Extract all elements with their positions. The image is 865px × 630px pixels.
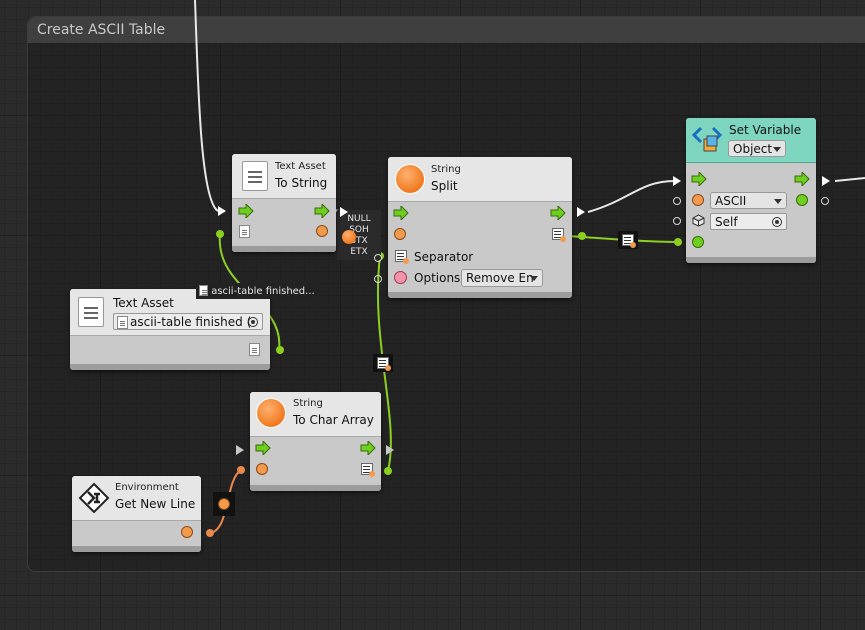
string-icon (256, 398, 286, 428)
string-output-port[interactable] (181, 526, 193, 538)
node-title: Get New Line (115, 497, 196, 511)
chevron-down-icon (774, 199, 782, 204)
node-category: String (293, 398, 323, 409)
flow-output-icon[interactable] (550, 206, 566, 220)
options-value: Remove En (466, 271, 534, 285)
object-picker-icon[interactable] (248, 317, 258, 327)
preview-line: STX (350, 236, 368, 246)
node-footer (686, 257, 816, 263)
flow-input-arrow (218, 206, 226, 216)
target-connector[interactable] (673, 217, 681, 225)
options-label: Options (414, 271, 461, 285)
node-get-new-line[interactable]: Environment Get New Line (72, 476, 201, 552)
string-port-icon (218, 498, 230, 510)
asset-tooltip: ascii-table finished... (196, 283, 318, 299)
document-icon (242, 161, 268, 191)
node-set-variable[interactable]: Set Variable Object ASCII Self (686, 118, 816, 263)
flow-input-arrow (673, 176, 681, 186)
name-input-port[interactable] (692, 194, 704, 206)
node-footer (232, 246, 336, 252)
node-footer (250, 485, 381, 491)
node-category: Environment (115, 482, 179, 493)
value-output-connector[interactable] (821, 197, 829, 205)
flow-input-icon[interactable] (238, 204, 254, 218)
chevron-down-icon (530, 276, 538, 281)
string-output-port[interactable] (316, 225, 328, 237)
flow-output-icon[interactable] (794, 172, 810, 186)
node-title: Split (431, 179, 458, 193)
flow-input-icon[interactable] (393, 206, 409, 220)
target-field[interactable]: Self (710, 213, 787, 230)
string-input-port[interactable] (256, 463, 268, 475)
flow-output-icon[interactable] (314, 204, 330, 218)
list-icon (377, 357, 391, 371)
set-variable-icon (692, 126, 722, 152)
asset-tooltip-text: ascii-table finished... (211, 286, 315, 297)
node-split[interactable]: String Split Separator Options Remove En (388, 157, 572, 298)
asset-output-icon[interactable] (249, 343, 260, 356)
node-title: Set Variable (729, 123, 802, 137)
variable-name-value: ASCII (715, 194, 747, 208)
node-title: To Char Array (293, 413, 374, 427)
asset-icon (117, 316, 128, 329)
flow-output-arrow (577, 207, 585, 217)
asset-value: ascii-table finished ( (130, 315, 252, 329)
node-footer (70, 364, 270, 370)
separator-label: Separator (414, 250, 474, 264)
name-connector[interactable] (673, 197, 681, 205)
options-port[interactable] (394, 271, 407, 284)
value-input-port[interactable] (692, 236, 704, 248)
asset-input-icon[interactable] (239, 225, 250, 238)
options-connector[interactable] (374, 275, 382, 283)
newline-wire-chip (213, 492, 235, 516)
node-category: Text Asset (275, 161, 326, 172)
flow-output-arrow (386, 445, 394, 455)
node-footer (388, 292, 572, 298)
preview-line: SOH (349, 225, 369, 235)
node-footer (72, 546, 201, 552)
separator-wire-chip (373, 354, 393, 372)
target-value: Self (715, 215, 738, 229)
flow-output-arrow (822, 176, 830, 186)
array-output-icon[interactable] (552, 228, 566, 242)
array-wire-chip (618, 231, 638, 249)
preview-line: ETX (350, 247, 368, 257)
node-category: String (431, 164, 461, 175)
list-icon (622, 234, 636, 248)
node-title: To String (275, 176, 328, 190)
group-title[interactable]: Create ASCII Table (28, 17, 865, 43)
flow-input-icon[interactable] (691, 172, 707, 186)
array-output-icon[interactable] (361, 463, 375, 477)
separator-icon[interactable] (395, 250, 409, 264)
flow-input-arrow (236, 445, 244, 455)
preview-orange-dot (342, 230, 356, 244)
object-picker-icon[interactable] (772, 217, 782, 227)
preview-line: NULL (347, 214, 371, 224)
options-dropdown[interactable]: Remove En (461, 269, 543, 287)
asset-field[interactable]: ascii-table finished ( (113, 313, 263, 330)
value-output-port[interactable] (796, 194, 808, 206)
variable-kind-value: Object (733, 142, 773, 156)
cube-icon (692, 214, 705, 227)
separator-connector[interactable] (374, 254, 382, 262)
string-icon (395, 164, 425, 194)
node-to-char-array[interactable]: String To Char Array (250, 392, 381, 491)
variable-kind-dropdown[interactable]: Object (728, 140, 786, 157)
document-icon (78, 297, 104, 327)
variable-name-dropdown[interactable]: ASCII (710, 192, 787, 209)
string-input-port[interactable] (394, 228, 406, 240)
asset-icon (199, 285, 208, 296)
flow-input-icon[interactable] (255, 441, 271, 455)
environment-icon (78, 482, 110, 514)
chevron-down-icon (773, 147, 781, 152)
flow-output-icon[interactable] (360, 441, 376, 455)
node-to-string[interactable]: Text Asset To String (232, 154, 336, 252)
node-text-asset[interactable]: Text Asset ascii-table finished ( (70, 289, 270, 370)
flow-output-arrow (340, 207, 348, 217)
node-title: Text Asset (113, 296, 174, 310)
